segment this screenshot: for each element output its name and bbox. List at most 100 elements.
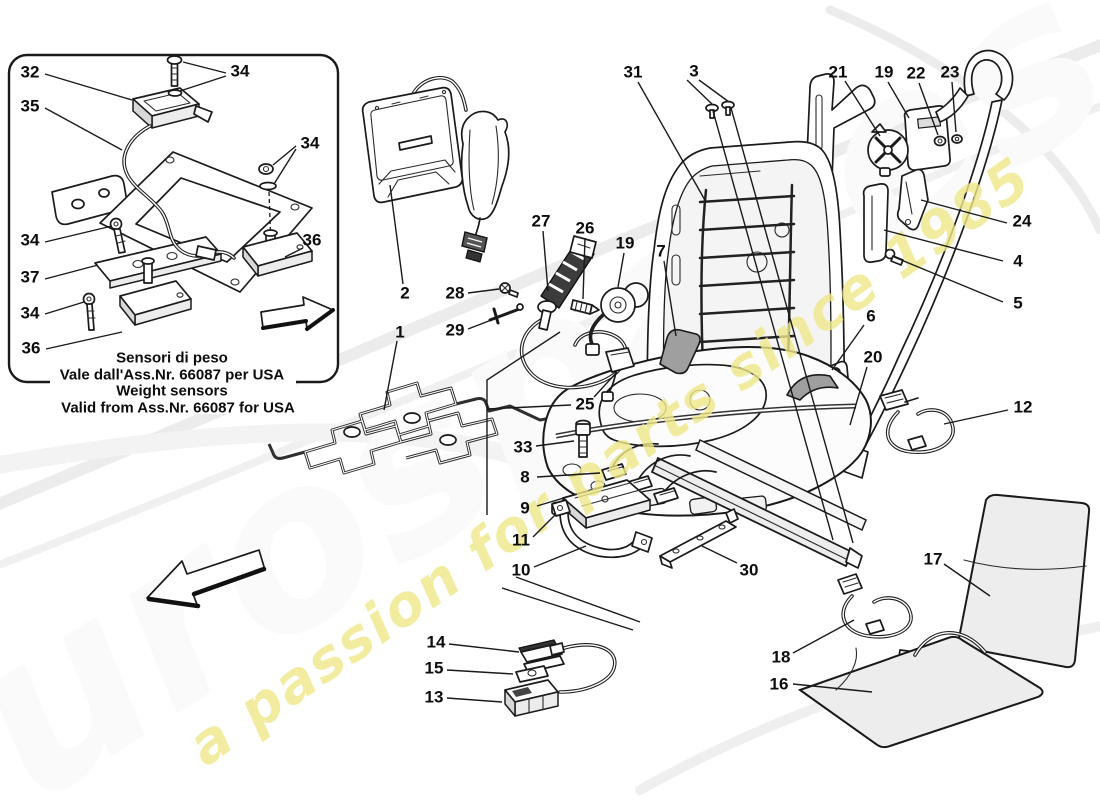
callout-leader-line [44,225,113,243]
callout-number: 19 [875,63,894,82]
callout-34-top: 34 [179,61,250,92]
callout-34-mid: 34 [21,225,113,250]
bolt-26 [570,299,600,315]
module-slot [398,135,433,151]
mat-sensor-puck [439,434,457,446]
callout-leader-line [179,75,227,92]
nut-23 [951,134,963,144]
connector-group-13-14-15 [504,639,617,717]
callout-number: 34 [231,62,250,81]
belt-guide-24 [896,168,929,231]
callout-31: 31 [624,63,707,203]
direction-arrow-left [146,549,267,609]
callout-7: 7 [656,242,677,337]
callout-4: 4 [883,229,1023,271]
cable-12 [879,389,955,454]
callout-5: 5 [893,256,1023,313]
callout-36-right: 36 [284,231,321,258]
callout-number: 23 [941,63,960,82]
callout-18: 18 [772,619,855,667]
ecu-module-9 [562,479,651,529]
belt-retractor-cluster [867,105,963,177]
harness-connectors-8 [601,442,717,505]
callout-leader-line [637,81,707,203]
callout-number: 16 [770,675,789,694]
pin-29 [488,303,524,325]
callout-17: 17 [924,550,991,597]
callout-24: 24 [920,199,1032,231]
callout-leader-line [448,643,520,653]
callout-number: 12 [1014,398,1033,417]
ecu-bracket-10 [551,499,653,559]
callout-number: 34 [301,134,320,153]
callout-number: 35 [21,97,40,116]
callout-leader-line [883,229,1004,262]
plate-hole [71,198,85,210]
module-pouch [460,110,510,221]
pan-opening [598,363,767,448]
callout-35: 35 [21,97,123,151]
callout-leader-line [542,230,549,292]
callout-number: 7 [656,242,665,261]
direction-arrow-right [260,296,335,331]
harness-connector [195,245,217,261]
underseat-electronics [551,419,739,569]
group-bracket-lines [486,331,641,631]
callout-8: 8 [520,468,601,487]
callout-16: 16 [770,675,873,694]
callout-37: 37 [21,264,99,287]
callout-leader-line [582,237,586,300]
callout-number: 21 [829,63,848,82]
rail-end-cap [845,547,863,569]
seat-module-2 [361,75,510,263]
callout-number: 29 [446,321,465,340]
callout-6: 6 [831,307,876,371]
callout-leader-line [533,545,587,568]
callout-leader-line [467,288,500,294]
load-sensor-36-left [119,257,192,326]
callout-13: 13 [425,688,503,707]
callout-number: 8 [520,468,529,487]
callout-leader-line [943,409,1009,425]
callout-number: 14 [427,633,446,652]
callout-3: 3 [686,62,854,544]
callout-leader-line [446,669,514,675]
callout-34-right: 34 [272,134,320,185]
callout-leader-line [893,256,1004,303]
callout-number: 25 [576,395,595,414]
callout-leader-line [536,496,568,507]
callout-number: 4 [1013,252,1023,271]
callout-leader-line [831,324,865,371]
mat-sensor-puck [343,426,361,438]
callout-19-left: 19 [616,234,634,288]
callout-34-low: 34 [21,301,85,323]
callout-12: 12 [943,398,1033,425]
callout-leader-line [712,110,834,541]
callout-leader-line [383,340,398,411]
buckle-head [569,235,597,259]
bolt-33 [575,419,591,458]
callout-number: 17 [924,550,943,569]
callout-leader-line [844,80,881,137]
callout-leader-line [44,73,133,101]
callout-leader-line [273,148,297,185]
callout-leader-line [532,513,557,538]
callout-leader-line [701,545,738,564]
spacer-plate-37 [94,236,222,289]
sensor-harness-35 [122,124,236,261]
callout-20: 20 [849,348,882,426]
callout-number: 34 [21,231,40,250]
callout-leader-line [943,563,991,597]
callout-number: 28 [446,284,465,303]
callout-10: 10 [512,545,587,580]
buckle-group [488,235,701,402]
callout-number: 15 [425,659,444,678]
callout-26: 26 [576,219,594,300]
swoosh-line [0,423,569,479]
cable-18 [837,573,913,639]
callout-leader-line [272,145,297,166]
callout-number: 37 [21,268,40,287]
callout-leader-line [849,366,868,426]
